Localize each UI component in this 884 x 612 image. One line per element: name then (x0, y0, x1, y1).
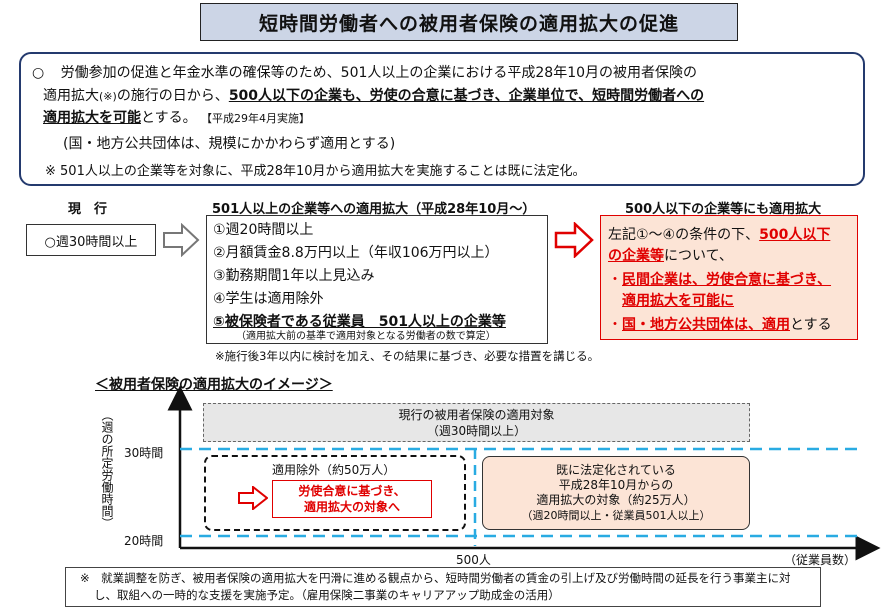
summary-line-2-bold: 500人以下の企業も、労使の合意に基づき、企業単位で、短時間労働者への (228, 88, 705, 104)
small-text-red-1: 500人以下 (759, 227, 831, 243)
summary-line-1: ○ 労働参加の促進と年金水準の確保等のため、501人以上の企業における平成28年… (32, 63, 697, 83)
excluded-text: 適用除外（約50万人） (272, 463, 396, 477)
summary-line-3: 適用拡大を可能とする。 【平成29年4月実施】 (43, 108, 310, 129)
y-axis-label: （週の所定労働時間） (100, 409, 114, 529)
criteria-item-5: ⑤被保険者である従業員 501人以上の企業等 (213, 314, 506, 330)
private-sector-text-2: 適用拡大を可能に (622, 293, 734, 309)
criteria-item: ③勤務期間1年以上見込み (213, 268, 375, 284)
current-scope-sub: （週30時間以上） (426, 424, 527, 438)
summary-line-3-post: とする。 (141, 110, 197, 126)
bottom-note-line-1: ※ 就業調整を防ぎ、被用者保険の適用拡大を円滑に進める観点から、短時間労働者の賃… (80, 571, 791, 585)
page-title-text: 短時間労働者への被用者保険の適用拡大の促進 (258, 12, 679, 35)
bottom-note-line-2: し、取組への一時的な支援を実施予定。（雇用保険二事業のキャリアアップ助成金の活用… (94, 588, 560, 602)
public-sector-post: とする (790, 317, 832, 333)
summary-line-2-mid: の施行の日から、 (116, 88, 229, 104)
x-tick-500: 500人 (456, 553, 491, 567)
public-sector-text: 国・地方公共団体は、適用 (622, 317, 790, 333)
legal-line-1: 既に法定化されている (556, 463, 676, 477)
summary-line-2: 適用拡大(※)の施行の日から、500人以下の企業も、労使の合意に基づき、企業単位… (43, 86, 704, 107)
summary-line-1-text: 労働参加の促進と年金水準の確保等のため、501人以上の企業における平成28年10… (60, 65, 698, 81)
legal-line-3: 適用拡大の対象（約25万人） (536, 493, 696, 507)
large-company-footnote: ※施行後3年以内に検討を加え、その結果に基づき、必要な措置を講じる。 (215, 349, 600, 363)
expansion-target-line-1: 労使合意に基づき、 (298, 484, 406, 498)
current-scope-box: 現行の被用者保険の適用対象 （週30時間以上） (203, 403, 750, 442)
summary-line-4: (国・地方公共団体は、規模にかかわらず適用とする) (63, 136, 396, 152)
y-tick-30: 30時間 (124, 446, 164, 460)
current-criteria-box: ○週30時間以上 (26, 224, 156, 256)
summary-line-5: ※ 501人以上の企業等を対象に、平成28年10月から適用拡大を実施することは既… (45, 164, 586, 179)
summary-box (19, 52, 865, 186)
legal-line-2: 平成28年10月からの (558, 478, 674, 492)
red-arrow-icon (554, 222, 594, 258)
bullet-1: ・ (608, 272, 622, 288)
expansion-target-box: 労使合意に基づき、 適用拡大の対象へ (272, 480, 432, 518)
large-company-header: 501人以上の企業等への適用拡大（平成28年10月～） (212, 202, 536, 217)
summary-line-2-pre: 適用拡大 (43, 88, 99, 104)
small-company-text: 左記①～④の条件の下、500人以下 の企業等について、 ・民間企業は、労使合意に… (608, 225, 832, 336)
x-axis-label: （従業員数） (784, 553, 857, 567)
bullet-2: ・ (608, 317, 622, 333)
grey-arrow-icon (162, 223, 200, 257)
expansion-target-line-2: 適用拡大の対象へ (303, 500, 400, 514)
legal-line-4: （週20時間以上・従業員501人以上） (521, 509, 711, 522)
summary-line-2-note: (※) (99, 90, 117, 103)
small-text-pre: 左記①～④の条件の下、 (608, 227, 760, 243)
private-sector-text: 民間企業は、労使合意に基づき、 (622, 272, 832, 288)
summary-enforcement-date: 【平成29年4月実施】 (201, 112, 311, 125)
summary-bullet: ○ (32, 65, 45, 81)
current-header: 現 行 (68, 202, 108, 217)
y-tick-20: 20時間 (124, 534, 164, 548)
large-company-items: ①週20時間以上 ②月額賃金8.8万円以上（年収106万円以上） ③勤務期間1年… (213, 219, 506, 334)
summary-line-3-bold: 適用拡大を可能 (43, 110, 141, 126)
small-company-box (600, 215, 858, 340)
small-red-arrow-icon (238, 486, 268, 510)
large-company-box (206, 215, 548, 344)
criteria-item-5-note: （適用拡大前の基準で適用対象となる労働者の数で算定） (236, 331, 496, 342)
image-heading: ＜被用者保険の適用拡大のイメージ＞ (95, 377, 333, 393)
criteria-item: ④学生は適用除外 (213, 291, 324, 307)
current-scope-text: 現行の被用者保険の適用対象 (398, 408, 555, 422)
criteria-item: ①週20時間以上 (213, 222, 314, 238)
small-company-header: 500人以下の企業等にも適用拡大 (625, 202, 822, 217)
page-title: 短時間労働者への被用者保険の適用拡大の促進 (200, 3, 738, 41)
criteria-item: ②月額賃金8.8万円以上（年収106万円以上） (213, 245, 499, 261)
excluded-box (204, 455, 466, 531)
small-text-red-2: の企業等 (608, 248, 664, 264)
legal-scope-box: 既に法定化されている 平成28年10月からの 適用拡大の対象（約25万人） （週… (482, 456, 750, 530)
bottom-note-box: ※ 就業調整を防ぎ、被用者保険の適用拡大を円滑に進める観点から、短時間労働者の賃… (65, 567, 821, 607)
small-text-post: について、 (664, 248, 733, 264)
